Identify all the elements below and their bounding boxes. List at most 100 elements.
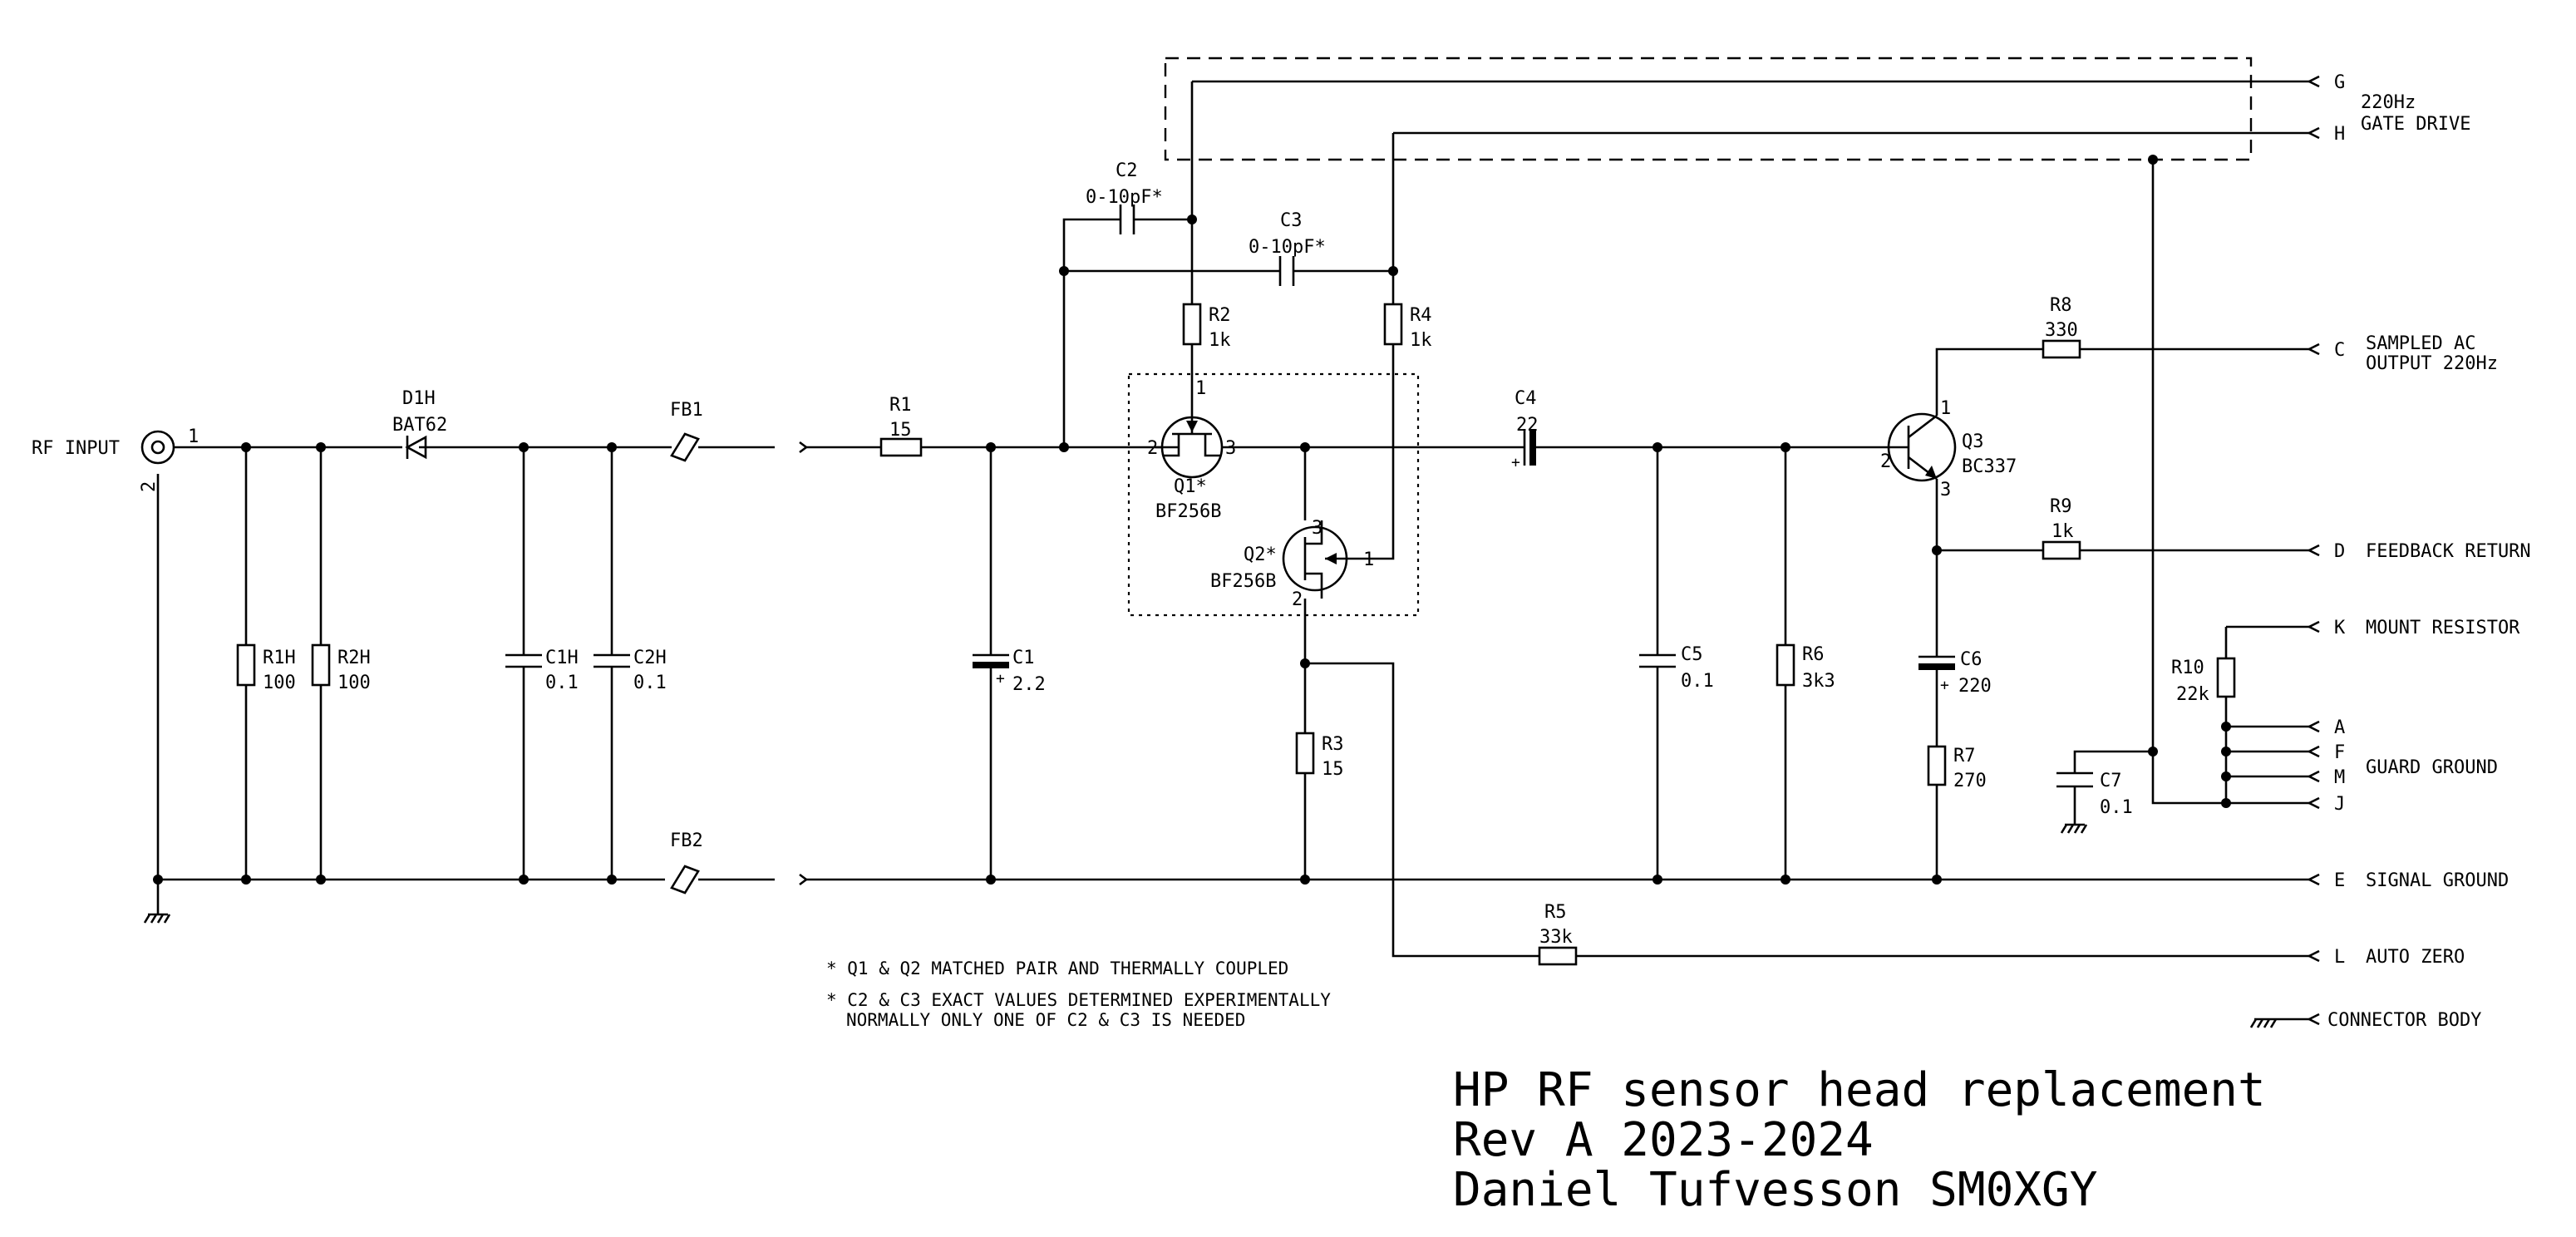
resistor-r1: R1 15 [879,395,923,457]
fb1-ref: FB1 [670,400,703,421]
r1h-ref: R1H [263,648,296,668]
c2h-ref: C2H [633,648,667,668]
r3-ref: R3 [1322,734,1344,755]
r9-value: 1k [2051,521,2074,542]
r1-ref: R1 [889,395,912,416]
notes: * Q1 & Q2 MATCHED PAIR AND THERMALLY COU… [826,959,1331,1030]
svg-text:+: + [1511,454,1520,471]
connector-pin-a: A [2334,717,2345,738]
r2-ref: R2 [1209,305,1231,326]
connector-pin-h: H [2334,124,2345,145]
r8-ref: R8 [2050,295,2072,316]
rf-input-pin-2: 2 [139,481,160,492]
ground-symbol [143,823,2278,1028]
capacitor-c1: + C1 2.2 [973,648,1046,695]
ferrite-fb1: FB1 [670,400,809,462]
note-exact-values: * C2 & C3 EXACT VALUES DETERMINED EXPERI… [826,990,1331,1010]
r6-value: 3k3 [1802,671,1835,692]
q3-pin-2: 2 [1880,451,1891,472]
connector-pin-m: M [2334,767,2345,788]
connector-label-output-220hz: OUTPUT 220Hz [2366,353,2498,374]
capacitor-c1h: C1H 0.1 [505,648,579,693]
capacitor-c6: + C6 220 [1918,649,1992,697]
connector-pin-k: K [2334,618,2346,638]
r6-ref: R6 [1802,644,1825,665]
r2h-value: 100 [337,673,371,693]
ferrite-fb2: FB2 [670,830,809,894]
resistor-r5: R5 33k [1538,902,1578,966]
connector-pin-j: J [2334,794,2345,815]
output-connector: G 220Hz H GATE DRIVE C SAMPLED AC OUTPUT… [2307,72,2531,1031]
c2h-value: 0.1 [633,673,667,693]
c1-value: 2.2 [1012,674,1046,695]
c4-ref: C4 [1515,388,1537,409]
junctions [153,155,2231,885]
connector-label-220hz: 220Hz [2361,92,2416,113]
thermal-coupling-box [1127,372,1420,617]
note-one-needed: NORMALLY ONLY ONE OF C2 & C3 IS NEEDED [846,1010,1245,1030]
resistor-r2h: R2H 100 [311,643,371,693]
r5-value: 33k [1539,927,1573,948]
transistor-q3: 1 2 3 Q3 BC337 [1880,398,2017,500]
connector-label-signal-ground: SIGNAL GROUND [2366,870,2509,891]
c6-ref: C6 [1960,649,1982,670]
c4-value: 22 [1516,415,1539,436]
resistor-r8: R8 330 [2042,295,2081,359]
q3-ref: Q3 [1962,431,1984,452]
c2-ref: C2 [1116,160,1138,181]
capacitor-c4: + C4 22 [1511,388,1539,471]
wires [156,80,2309,1021]
capacitor-c2: C2 0-10pF* [1086,160,1163,234]
connector-pin-l: L [2334,947,2345,968]
q2-ref: Q2* [1244,545,1277,565]
svg-text:+: + [1940,677,1949,694]
r10-value: 22k [2176,684,2209,705]
c5-ref: C5 [1681,644,1703,665]
q1-pin-1: 1 [1195,378,1206,399]
resistor-r1h: R1H 100 [236,643,296,693]
resistor-r2: R2 1k [1182,303,1231,351]
c3-value: 0-10pF* [1249,237,1326,258]
connector-label-guard-ground: GUARD GROUND [2366,757,2498,778]
capacitor-c2h: C2H 0.1 [594,648,667,693]
gate-drive-shield-box [1164,57,2253,161]
q1-pin-2: 2 [1147,438,1158,459]
q3-value: BC337 [1962,456,2017,477]
c1h-value: 0.1 [545,673,579,693]
connector-pin-f: F [2334,742,2345,763]
c3-ref: C3 [1280,210,1303,231]
rf-input-pin-1: 1 [188,426,199,447]
d1h-ref: D1H [402,388,436,409]
q3-pin-1: 1 [1940,398,1951,419]
rf-input-connector: RF INPUT 1 2 [32,426,199,492]
rf-input-label: RF INPUT [32,438,120,459]
r8-value: 330 [2045,320,2078,341]
svg-text:+: + [996,670,1005,687]
q2-pin-2: 2 [1292,589,1303,610]
q2-pin-3: 3 [1312,518,1322,539]
r2h-ref: R2H [337,648,371,668]
r7-value: 270 [1953,771,1987,791]
connector-pin-c: C [2334,340,2345,361]
c1h-ref: C1H [545,648,579,668]
resistor-r7: R7 270 [1927,745,1987,791]
r4-value: 1k [1410,330,1432,351]
connector-pin-d: D [2334,541,2345,562]
c5-value: 0.1 [1681,671,1714,692]
r7-ref: R7 [1953,746,1976,766]
resistor-r9: R9 1k [2042,496,2081,560]
connector-label-sampled-ac: SAMPLED AC [2366,333,2475,354]
jfet-q2: 3 1 2 Q2* BF256B [1210,518,1374,610]
capacitor-c3: C3 0-10pF* [1249,210,1326,286]
resistor-r6: R6 3k3 [1776,643,1835,692]
capacitor-c5: C5 0.1 [1639,644,1714,692]
connector-label-gate-drive: GATE DRIVE [2361,114,2470,135]
connector-label-auto-zero: AUTO ZERO [2366,947,2465,968]
capacitor-c7: C7 0.1 [2056,771,2133,818]
connector-pin-g: G [2334,72,2345,93]
r4-ref: R4 [1410,305,1432,326]
connector-label-feedback-return: FEEDBACK RETURN [2366,541,2531,562]
q1-ref: Q1* [1174,476,1207,497]
r9-ref: R9 [2050,496,2072,517]
